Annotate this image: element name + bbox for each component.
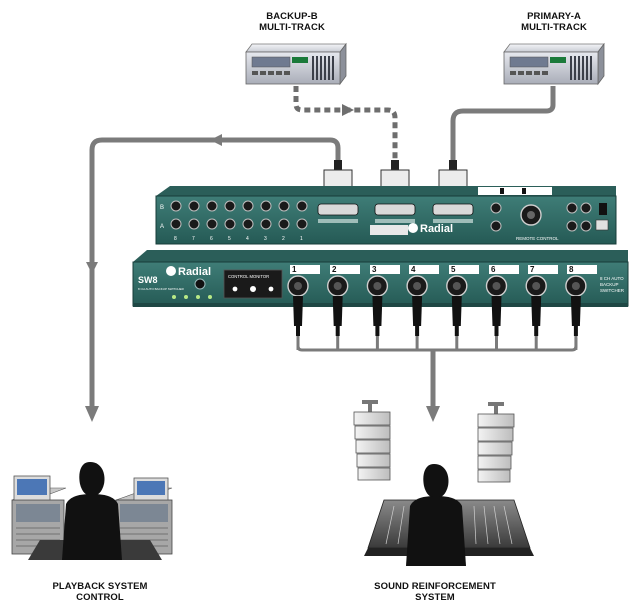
rear-brand: Radial [420, 223, 453, 235]
front-channel-number: 5 [451, 265, 456, 274]
sound-reinforcement-scene [353, 400, 534, 566]
front-model: SW8 [138, 275, 158, 285]
playback-title: PLAYBACK SYSTEM [52, 581, 148, 592]
front-channel-number: 7 [530, 265, 535, 274]
playback-system-label: PLAYBACK SYSTEM CONTROL [20, 581, 180, 603]
backup-dashed-cable [293, 86, 398, 166]
front-channel-labels: 1 2 3 4 5 6 7 8 [290, 265, 597, 274]
front-right-line: BACKUP [600, 282, 619, 287]
xlr-connector [485, 275, 508, 350]
xlr-connector [525, 275, 547, 350]
front-brand: Radial [178, 266, 211, 278]
rear-panel: B A 8 7 6 5 4 3 2 1 [155, 186, 617, 245]
rear-jack-rows [170, 200, 308, 230]
rear-remote-label: REMOTE CONTROL [516, 236, 559, 241]
xlr-connectors [287, 275, 587, 350]
front-model-sub: 8 CH AUTO BACKUP SWITCHER [138, 287, 185, 291]
playback-end-arrow [85, 406, 99, 422]
xlr-connector [366, 275, 389, 350]
front-right-text: 8 CH AUTO BACKUP SWITCHER [600, 276, 625, 293]
rear-right-connectors [490, 202, 609, 232]
rear-row-a-label: A [160, 224, 164, 230]
primary-recorder [503, 42, 605, 86]
rear-jack-number: 4 [246, 236, 249, 242]
front-knob [194, 278, 206, 290]
sound-end-arrow [426, 406, 440, 422]
front-channel-number: 8 [569, 265, 574, 274]
playback-top-arrow [210, 134, 222, 146]
playback-system-scene [11, 462, 173, 560]
control-monitor-display [223, 269, 283, 299]
rear-jack-number: 2 [282, 236, 285, 242]
rear-jack-number: 1 [300, 236, 303, 242]
backup-subtitle: MULTI-TRACK [259, 22, 325, 33]
xlr-connector [327, 275, 349, 350]
control-monitor-title: CONTROL MONITOR [228, 274, 269, 279]
rear-row-b-label: B [160, 205, 164, 211]
xlr-bus-cable [296, 338, 578, 352]
rear-jack-number: 5 [228, 236, 231, 242]
primary-cable [450, 86, 556, 166]
front-channel-number: 2 [332, 265, 337, 274]
front-channel-number: 4 [411, 265, 416, 274]
front-channel-number: 6 [491, 265, 496, 274]
rear-jack-number: 8 [174, 236, 177, 242]
xlr-connector [446, 275, 468, 350]
rear-jack-number: 6 [210, 236, 213, 242]
xlr-connector [565, 275, 587, 350]
rear-jack-number: 3 [264, 236, 267, 242]
front-channel-number: 3 [372, 265, 377, 274]
front-right-line: SWITCHER [600, 288, 625, 293]
rear-radial-logo: Radial [408, 223, 453, 235]
playback-subtitle: CONTROL [76, 592, 124, 603]
front-channel-number: 1 [292, 265, 297, 274]
sound-reinforcement-label: SOUND REINFORCEMENT SYSTEM [350, 581, 520, 603]
primary-multitrack-label: PRIMARY-A MULTI-TRACK [502, 11, 606, 33]
primary-subtitle: MULTI-TRACK [521, 22, 587, 33]
sound-title: SOUND REINFORCEMENT [374, 581, 496, 592]
rear-jack-number: 7 [192, 236, 195, 242]
backup-multitrack-label: BACKUP-B MULTI-TRACK [240, 11, 344, 33]
xlr-connector [406, 275, 428, 350]
backup-title: BACKUP-B [266, 11, 318, 22]
rear-db25-sockets [317, 203, 474, 223]
backup-cable-arrow [342, 104, 354, 116]
front-leds [172, 295, 212, 299]
sound-subtitle: SYSTEM [415, 592, 455, 603]
xlr-connector [287, 275, 309, 350]
playback-mid-arrow [86, 262, 98, 274]
front-radial-logo: Radial [166, 266, 211, 278]
primary-title: PRIMARY-A [527, 11, 581, 22]
rear-jack-numbers: 8 7 6 5 4 3 2 1 [174, 236, 303, 242]
backup-recorder [245, 42, 347, 86]
front-right-line: 8 CH AUTO [600, 276, 624, 281]
